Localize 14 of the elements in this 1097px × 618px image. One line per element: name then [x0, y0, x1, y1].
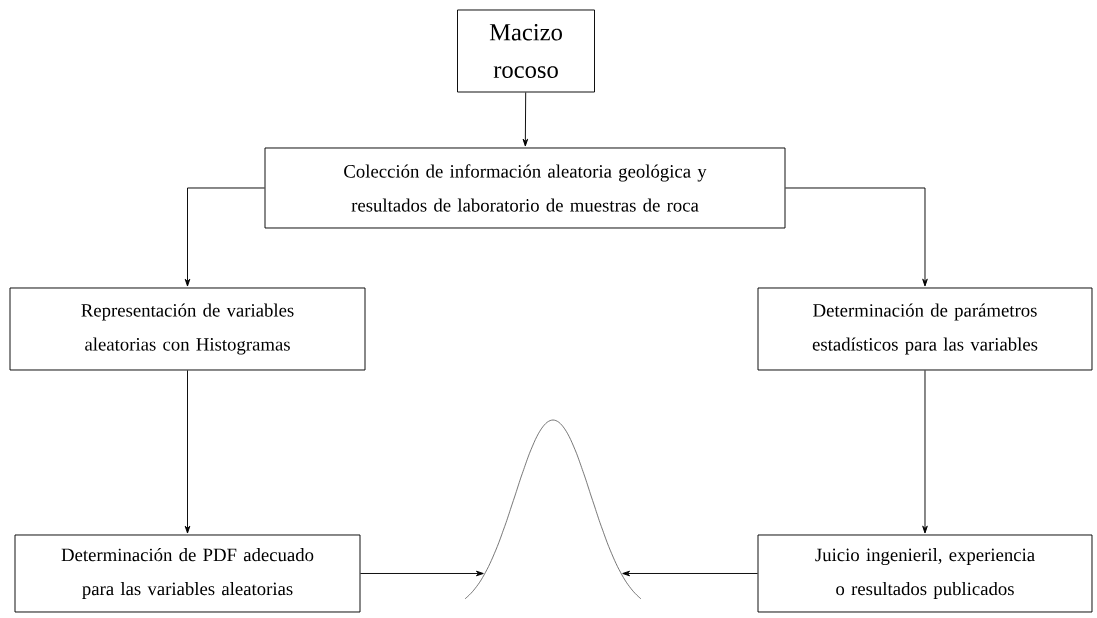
- arrow: [522, 92, 529, 147]
- bell-curve-drawing: [464, 419, 642, 600]
- process-box: Juicio ingenieril, experiencia o resultados publicados: [757, 534, 1093, 613]
- arrow: [360, 570, 484, 577]
- arrow: [922, 370, 928, 534]
- arrow: [622, 570, 758, 577]
- arrow: [184, 187, 265, 287]
- arrow: [184, 370, 191, 534]
- process-box: Colección de información aleatoria geológica y resultados de laboratorio de muestras de roca: [264, 147, 786, 229]
- process-box: Macizo rocoso: [457, 9, 595, 93]
- arrow: [785, 187, 928, 287]
- process-box: Determinación de PDF adecuado para las variables aleatorias: [14, 534, 361, 613]
- process-box: Determinación de parámetros estadísticos para las variables: [757, 287, 1093, 371]
- process-box: Representación de variables aleatorias con Histogramas: [9, 287, 366, 371]
